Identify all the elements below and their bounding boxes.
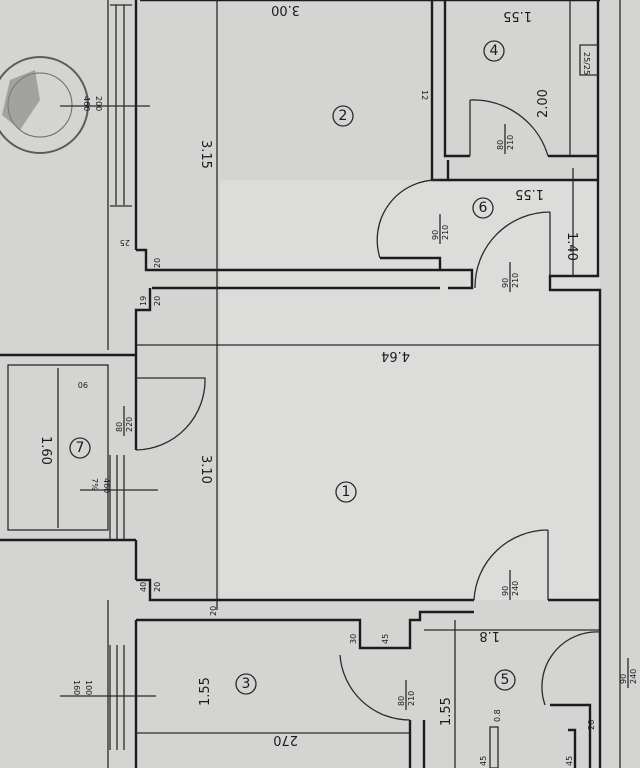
- door-width: 90: [501, 278, 510, 288]
- dim: 20: [153, 582, 162, 592]
- dim: 1.60: [38, 436, 53, 465]
- dim: 1.55: [198, 677, 213, 706]
- dim: 3.00: [271, 2, 300, 17]
- doors: [135, 99, 601, 721]
- door-height: 240: [511, 581, 520, 596]
- room-number: 7: [76, 440, 85, 456]
- window-height: 460: [102, 478, 111, 493]
- window-width: 7%: [90, 478, 99, 491]
- dim: 1.55: [503, 8, 532, 23]
- room-number: 6: [479, 200, 488, 216]
- room-number: 1: [342, 484, 351, 500]
- dim: 3.15: [198, 140, 213, 169]
- dim: 3.10: [198, 455, 213, 484]
- door-width: 90: [501, 586, 510, 596]
- window-height: 200: [94, 96, 103, 111]
- dim: 12: [420, 90, 429, 100]
- room-number: 5: [501, 672, 510, 688]
- dim: 25: [120, 238, 130, 247]
- dim: 25/25: [582, 52, 591, 75]
- door-height: 240: [629, 669, 638, 684]
- dim: 1.40: [564, 232, 579, 261]
- dim: 2.00: [536, 89, 551, 118]
- window-labels: 460 200 7% 460 160 100: [60, 96, 158, 697]
- room-number: 3: [242, 676, 251, 692]
- dim: 20: [209, 606, 218, 616]
- dim: 40: [139, 582, 148, 592]
- dim: 30: [349, 634, 358, 644]
- dim: 1.55: [439, 697, 454, 726]
- dim: 45: [565, 756, 574, 766]
- walls: [0, 0, 621, 768]
- door-width: 80: [115, 422, 124, 432]
- door-width: 90: [619, 674, 628, 684]
- window-width: 460: [82, 96, 91, 111]
- dim: 20: [153, 258, 162, 268]
- window-width: 160: [72, 680, 81, 695]
- small-dimensions: 25 12 20 19 20 90 40 20 20 30 45 26 45 4…: [78, 52, 596, 766]
- dim: 45: [381, 634, 390, 644]
- door-width: 80: [496, 140, 505, 150]
- door-width: 90: [431, 230, 440, 240]
- cadastre-stamp: [0, 56, 89, 154]
- window-height: 100: [84, 680, 93, 695]
- door-height: 210: [511, 273, 520, 288]
- dim: 20: [153, 296, 162, 306]
- dim: 4.64: [381, 348, 410, 363]
- door-height: 210: [407, 691, 416, 706]
- door-height: 210: [441, 225, 450, 240]
- dim: 45: [479, 756, 488, 766]
- door-height: 210: [506, 135, 515, 150]
- room-number: 4: [490, 43, 499, 59]
- dimension-labels: 3.00 3.15 1.55 2.00 4.64 3.10 1.55 1.40 …: [38, 2, 579, 747]
- dim: 90: [78, 380, 88, 389]
- dim: 0.8: [493, 709, 502, 722]
- dim: 26: [587, 720, 596, 730]
- room-number: 2: [339, 108, 348, 124]
- room-labels: 1 2 3 4 5 6 7: [69, 40, 516, 695]
- door-height: 220: [125, 417, 134, 432]
- dim: 270: [273, 732, 298, 747]
- dim: 1.8: [479, 628, 500, 643]
- dim: 1.55: [515, 186, 544, 201]
- door-width: 80: [397, 696, 406, 706]
- dim: 19: [139, 296, 148, 306]
